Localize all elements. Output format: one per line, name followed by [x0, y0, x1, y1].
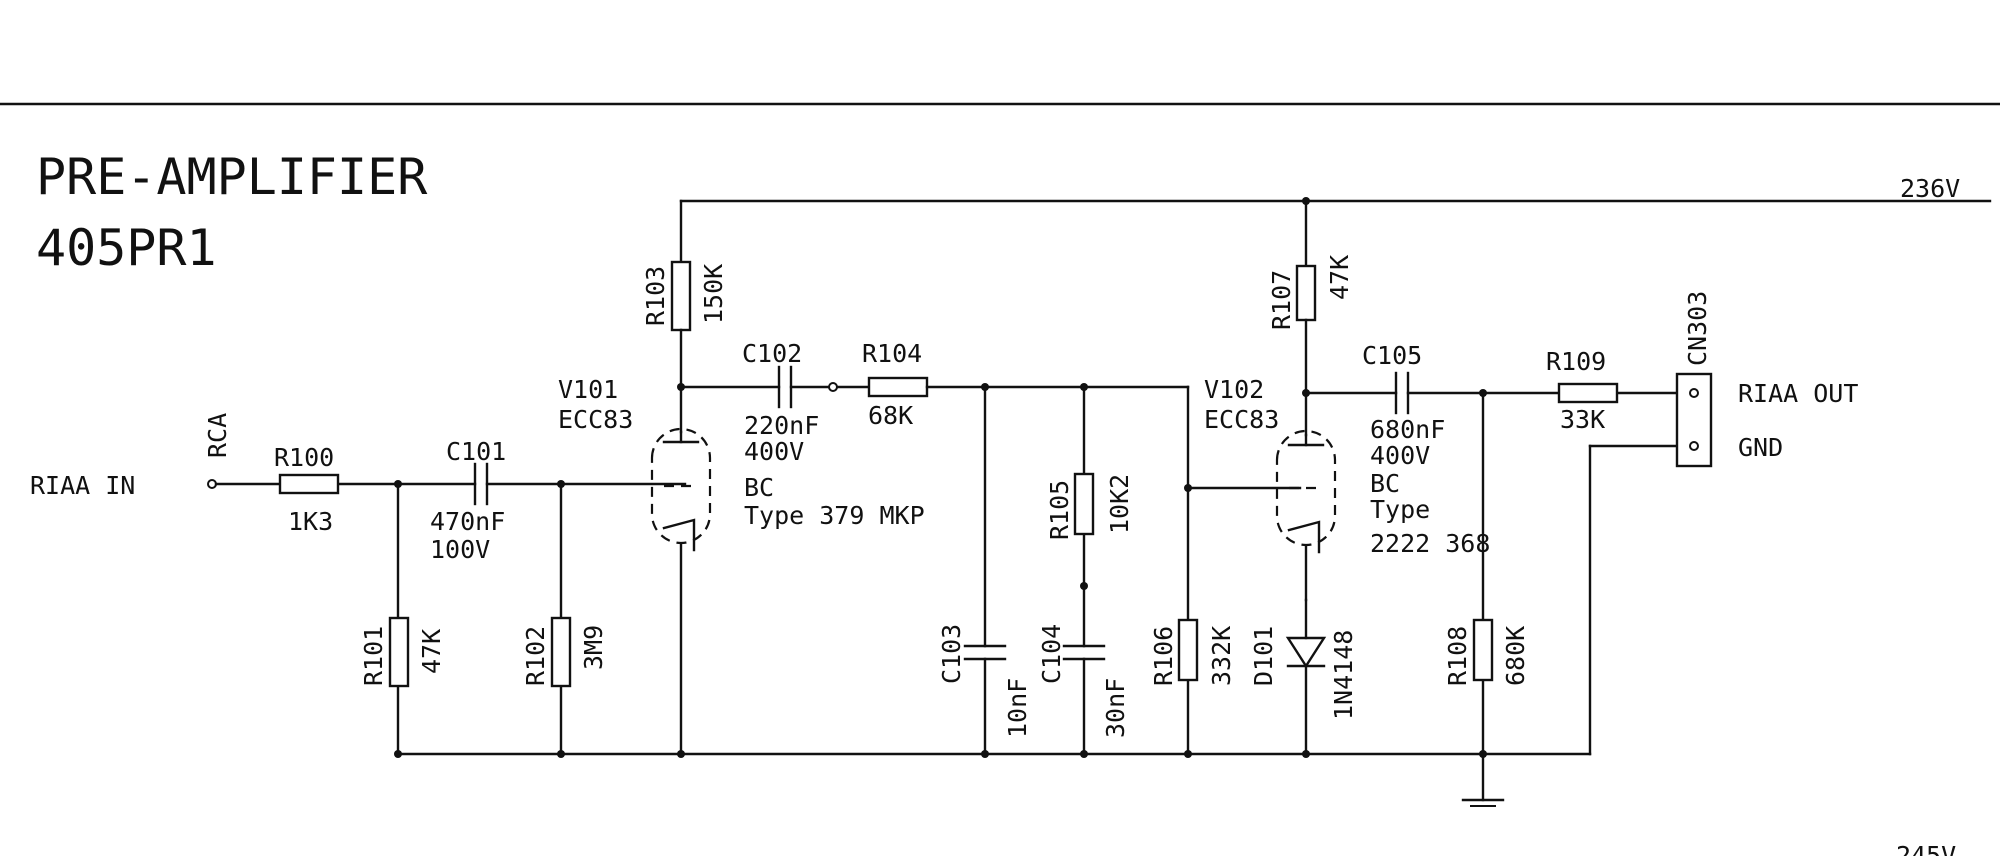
c102-note-dielectric: BC: [744, 473, 774, 502]
c101-voltage: 100V: [430, 535, 490, 564]
r107-ref: R107: [1267, 270, 1296, 330]
resistor-r103: R103 150K: [641, 199, 728, 434]
resistor-r108: R108 680K: [1443, 618, 1530, 686]
c104-value: 30nF: [1101, 678, 1130, 738]
d101-value: 1N4148: [1329, 630, 1358, 720]
r106-ref: R106: [1149, 626, 1178, 686]
schematic-title: PRE-AMPLIFIER: [36, 148, 428, 206]
c105-note-dielectric: BC: [1370, 469, 1400, 498]
c105-note-part: 2222 368: [1370, 529, 1490, 558]
c105-ref: C105: [1362, 341, 1422, 370]
supply-rail: 236V: [679, 174, 1992, 203]
r100-ref: R100: [274, 443, 334, 472]
c101-ref: C101: [446, 437, 506, 466]
v102-ref: V102: [1204, 375, 1264, 404]
capacitor-c104: C104 30nF: [1037, 624, 1130, 738]
diode-d101: D101 1N4148: [1249, 598, 1358, 756]
v101-ref: V101: [558, 375, 618, 404]
r100-value: 1K3: [288, 507, 333, 536]
gnd-label: GND: [1738, 433, 1783, 462]
resistor-r106: R106 332K: [1149, 618, 1236, 686]
ground-bus: [396, 444, 1679, 807]
c102-note-type: Type 379 MKP: [744, 501, 925, 530]
r103-ref: R103: [641, 266, 670, 326]
v101-type: ECC83: [558, 405, 633, 434]
c105-value: 680nF: [1370, 415, 1445, 444]
c102-voltage: 400V: [744, 437, 804, 466]
cn303-ref: CN303: [1683, 291, 1712, 366]
resistor-r107: R107 47K: [1267, 199, 1354, 437]
capacitor-c105: C105 680nF 400V BC Type 2222 368: [1362, 341, 1490, 558]
c102-ref: C102: [742, 339, 802, 368]
r105-value: 10K2: [1105, 474, 1134, 534]
r107-value: 47K: [1325, 255, 1354, 300]
junction-dots: [394, 197, 1487, 758]
v102-type: ECC83: [1204, 405, 1279, 434]
r105-ref: R105: [1045, 480, 1074, 540]
c103-ref: C103: [937, 624, 966, 684]
capacitor-c102: C102 220nF 400V BC Type 379 MKP: [742, 339, 925, 530]
supply-rail-label: 236V: [1900, 174, 1960, 203]
r104-value: 68K: [868, 401, 913, 430]
resistor-r105: R105 10K2: [1045, 472, 1134, 540]
capacitor-c103: C103 10nF: [937, 624, 1032, 738]
resistor-r104: R104 68K: [862, 339, 929, 430]
c104-ref: C104: [1037, 624, 1066, 684]
r104-ref: R104: [862, 339, 922, 368]
r106-value: 332K: [1207, 626, 1236, 686]
r102-value: 3M9: [579, 625, 608, 670]
r109-ref: R109: [1546, 347, 1606, 376]
resistor-r102: R102 3M9: [521, 616, 608, 688]
c102-value: 220nF: [744, 411, 819, 440]
r103-value: 150K: [699, 264, 728, 324]
input-label: RIAA IN: [30, 471, 135, 500]
d101-ref: D101: [1249, 626, 1278, 686]
tube-v101: V101 ECC83: [558, 375, 712, 756]
resistor-r100: R100 1K3: [274, 443, 340, 536]
bottom-corner-label: 245V: [1896, 841, 1956, 856]
riaa-network-wiring: [925, 385, 1302, 756]
r108-value: 680K: [1501, 626, 1530, 686]
r101-ref: R101: [359, 626, 388, 686]
output-label: RIAA OUT: [1738, 379, 1858, 408]
r102-ref: R102: [521, 626, 550, 686]
resistor-r109: R109 33K: [1546, 347, 1619, 434]
connector-cn303: CN303 RIAA OUT GND: [1675, 291, 1858, 468]
rca-input: RIAA IN RCA: [30, 413, 232, 500]
input-connector-label: RCA: [203, 413, 232, 458]
tube-v102: V102 ECC83: [1204, 375, 1337, 602]
c105-voltage: 400V: [1370, 441, 1430, 470]
r109-value: 33K: [1560, 405, 1605, 434]
c105-note-type: Type: [1370, 495, 1430, 524]
c103-value: 10nF: [1003, 678, 1032, 738]
capacitor-c101: C101 470nF 100V: [430, 437, 506, 564]
r101-value: 47K: [417, 629, 446, 674]
schematic-subtitle: 405PR1: [36, 219, 217, 277]
resistor-r101: R101 47K: [359, 616, 446, 688]
c101-value: 470nF: [430, 507, 505, 536]
r108-ref: R108: [1443, 626, 1472, 686]
